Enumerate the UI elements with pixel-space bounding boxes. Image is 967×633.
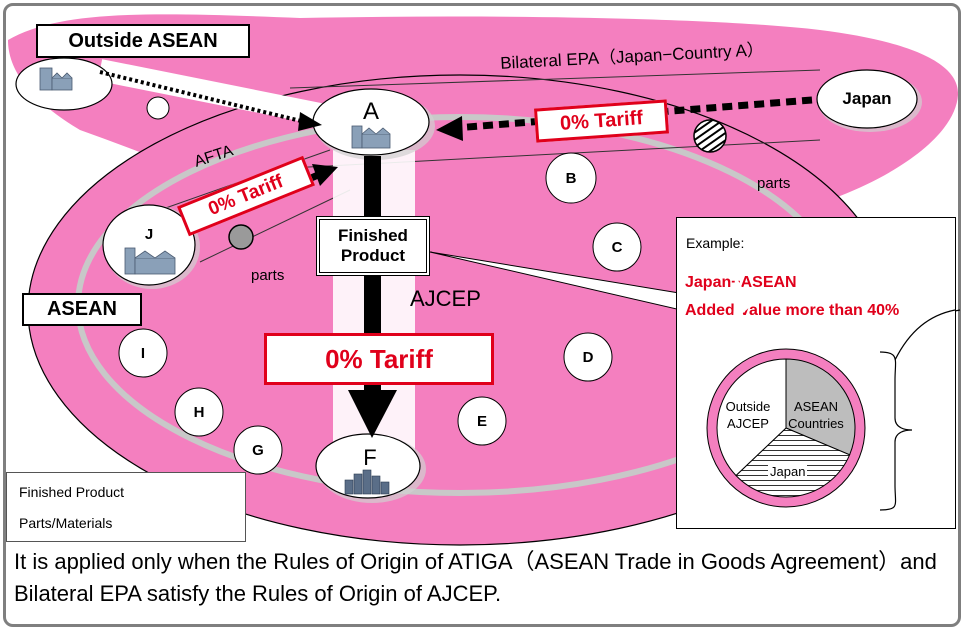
node-a: A <box>362 98 379 125</box>
node-d: D <box>582 348 594 366</box>
parts-label-right: parts <box>757 175 791 192</box>
tariff-center-box: 0% Tariff <box>264 333 494 385</box>
node-f: F <box>363 445 377 470</box>
caption: It is applied only when the Rules of Ori… <box>14 549 937 606</box>
node-b: B <box>565 169 577 187</box>
city-icon <box>344 469 390 495</box>
node-g: G <box>252 441 264 459</box>
node-h: H <box>193 403 205 421</box>
factory-icon <box>39 67 391 275</box>
asean-label: ASEAN <box>22 293 142 326</box>
node-i: I <box>140 344 146 362</box>
legend-finished-product: Finished Product <box>19 484 125 500</box>
nodes-shapes <box>15 57 922 503</box>
node-j: J <box>144 225 154 243</box>
parts-label-left: parts <box>251 267 285 284</box>
ajcep-label: AJCEP <box>410 286 481 311</box>
dotted-arrow-outside-to-a <box>99 70 306 124</box>
legend: Finished Product Parts/Materials <box>6 472 246 542</box>
outside-asean-label: Outside ASEAN <box>36 24 250 58</box>
pie-japan-label: Japan <box>768 464 808 479</box>
finished-product-label: Finished Product <box>316 216 430 276</box>
pie-asean-label: ASEAN Countries <box>788 399 844 431</box>
legend-parts-materials: Parts/Materials <box>19 515 113 531</box>
example-line2: Added Value more than 40% <box>685 302 900 319</box>
node-e: E <box>476 412 487 430</box>
node-c: C <box>611 238 623 256</box>
example-line1: Japan−ASEAN <box>685 274 797 291</box>
example-box: Example: Japan−ASEAN Added Value more th… <box>676 217 956 529</box>
japan-node: Japan <box>842 89 892 108</box>
pie-outside-label: Outside AJCEP <box>725 399 771 431</box>
example-heading: Example: <box>686 235 745 251</box>
